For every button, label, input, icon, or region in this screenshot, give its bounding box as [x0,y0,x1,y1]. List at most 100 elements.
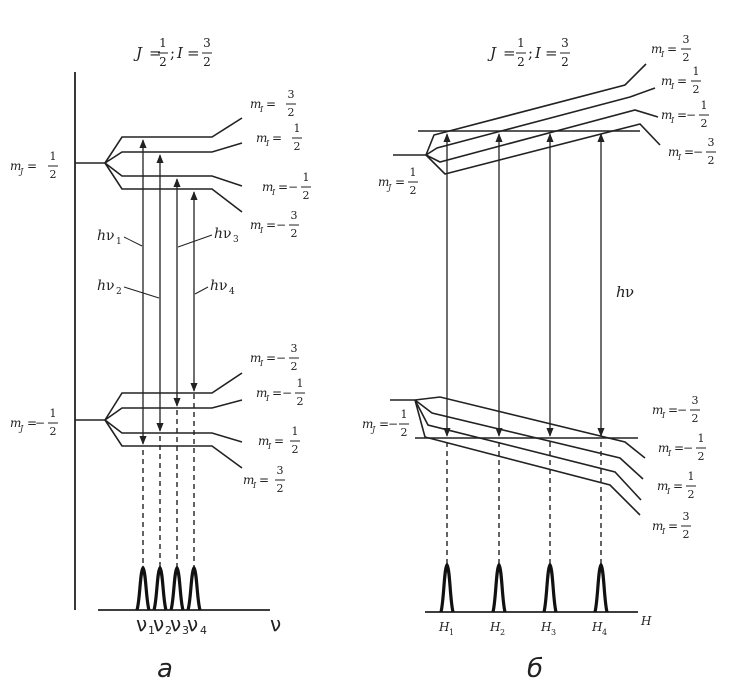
denominator: 2 [698,450,705,463]
equals-sign: = [266,97,276,111]
equals-sign: = [379,417,389,431]
m-symbol: m [651,42,662,56]
absorption-peak-2 [152,565,168,611]
label-pointer [123,236,143,247]
m-symbol: m [258,434,269,448]
equals-sign: = [266,351,276,365]
m-symbol: m [250,218,261,232]
sublevel-mi-minus-1-2 [104,162,243,187]
m-subscript: I [252,481,257,490]
sublevel-mi-3-2 [414,399,641,516]
projections-a [142,394,195,568]
denominator: 2 [291,227,298,240]
peak-label-nu: ν [136,612,147,636]
equals-sign: = [674,441,684,455]
equals-sign: = [187,44,200,62]
label-mj-upper-b: m J = 1 2 [378,166,418,197]
peak-label-nu: ν [187,612,198,636]
peak-labels-a: ν 1 ν 2 ν 3 ν 4 [136,612,207,637]
m-symbol: m [10,159,21,173]
label-pointer [123,286,160,299]
equals-sign: = [667,42,677,56]
m-subscript: I [265,394,270,403]
m-subscript: I [667,449,672,458]
label-mi-b-l2: m I = 1 2 [657,470,696,501]
spectrum-a [135,565,202,611]
m-symbol: m [250,97,261,111]
numerator: 1 [292,425,299,438]
label-mi-b-u0: m I = 3 2 [651,33,691,64]
absorption-peak-1 [439,562,455,613]
sublevel-mi-1-2 [104,142,243,164]
numerator: 1 [303,171,310,184]
i-symbol: I [176,44,184,62]
numerator: 1 [688,470,695,483]
numerator: 1 [693,65,700,78]
label-mi-a-l3: m I = 3 2 [243,464,285,495]
equals-sign: = [274,434,284,448]
j-denominator: 2 [517,55,525,69]
j-symbol: J [133,44,143,62]
denominator: 2 [303,189,310,202]
numerator: 1 [410,166,417,179]
label-mi-b-u3: m I = − 3 2 [668,136,716,167]
m-subscript: J [386,183,392,192]
i-denominator: 2 [561,55,569,69]
absorption-peak-3 [169,565,185,611]
equals-sign: = [668,519,678,533]
label-mi-b-u2: m I = − 1 2 [661,99,709,130]
sublevel-mi-minus-3-2 [414,396,646,459]
m-symbol: m [250,351,261,365]
label-mi-b-l1: m I = − 1 2 [658,432,706,463]
sublevel-mi-minus-1-2 [104,399,243,421]
field-label-sub: 3 [551,628,556,637]
equals-sign: = [668,403,678,417]
m-symbol: m [10,416,21,430]
m-subscript: I [660,50,665,59]
upper-levels-b [393,63,661,175]
field-label-h: H [438,620,450,634]
i-denominator: 2 [203,55,211,69]
spin-header-a: J = 1 2 ; I = 3 2 [133,36,212,69]
m-subscript: I [271,188,276,197]
numerator: 3 [288,88,295,101]
sublevel-mi-3-2 [425,63,647,156]
sublevel-mi-minus-3-2 [104,162,243,213]
denominator: 2 [693,83,700,96]
separator: ; [528,44,533,62]
absorption-peak-1 [135,565,151,611]
label-mi-a-l2: m I = 1 2 [258,425,300,456]
peak-label-sub: 2 [165,624,172,637]
j-numerator: 1 [159,36,167,50]
m-symbol: m [256,386,267,400]
equals-sign: = [677,108,687,122]
m-subscript: I [661,411,666,420]
m-symbol: m [256,131,267,145]
denominator: 2 [50,425,57,438]
denominator: 2 [410,184,417,197]
field-label-h: H [489,620,501,634]
j-denominator: 2 [159,55,167,69]
denominator: 2 [294,140,301,153]
m-subscript: I [267,442,272,451]
equals-sign: = [673,479,683,493]
numerator: 3 [683,510,690,523]
hv-label-4: h ν 4 [194,278,235,297]
field-label-sub: 2 [500,628,505,637]
sign: − [686,108,696,122]
numerator: 1 [294,122,301,135]
denominator: 2 [401,426,408,439]
m-symbol: m [658,441,669,455]
i-symbol: I [534,44,542,62]
label-mi-a-u3: m I = − 3 2 [250,209,299,240]
numerator: 1 [50,407,57,420]
spin-header-b: J = 1 2 ; I = 3 2 [487,36,570,69]
equals-sign: = [395,175,405,189]
lower-levels-a [75,372,243,469]
sign: − [693,145,703,159]
field-labels-b: H 1 H 2 H 3 H 4 [438,620,607,637]
planck-h: h [210,278,219,294]
denominator: 2 [701,117,708,130]
equals-sign: = [545,44,558,62]
m-symbol: m [262,180,273,194]
